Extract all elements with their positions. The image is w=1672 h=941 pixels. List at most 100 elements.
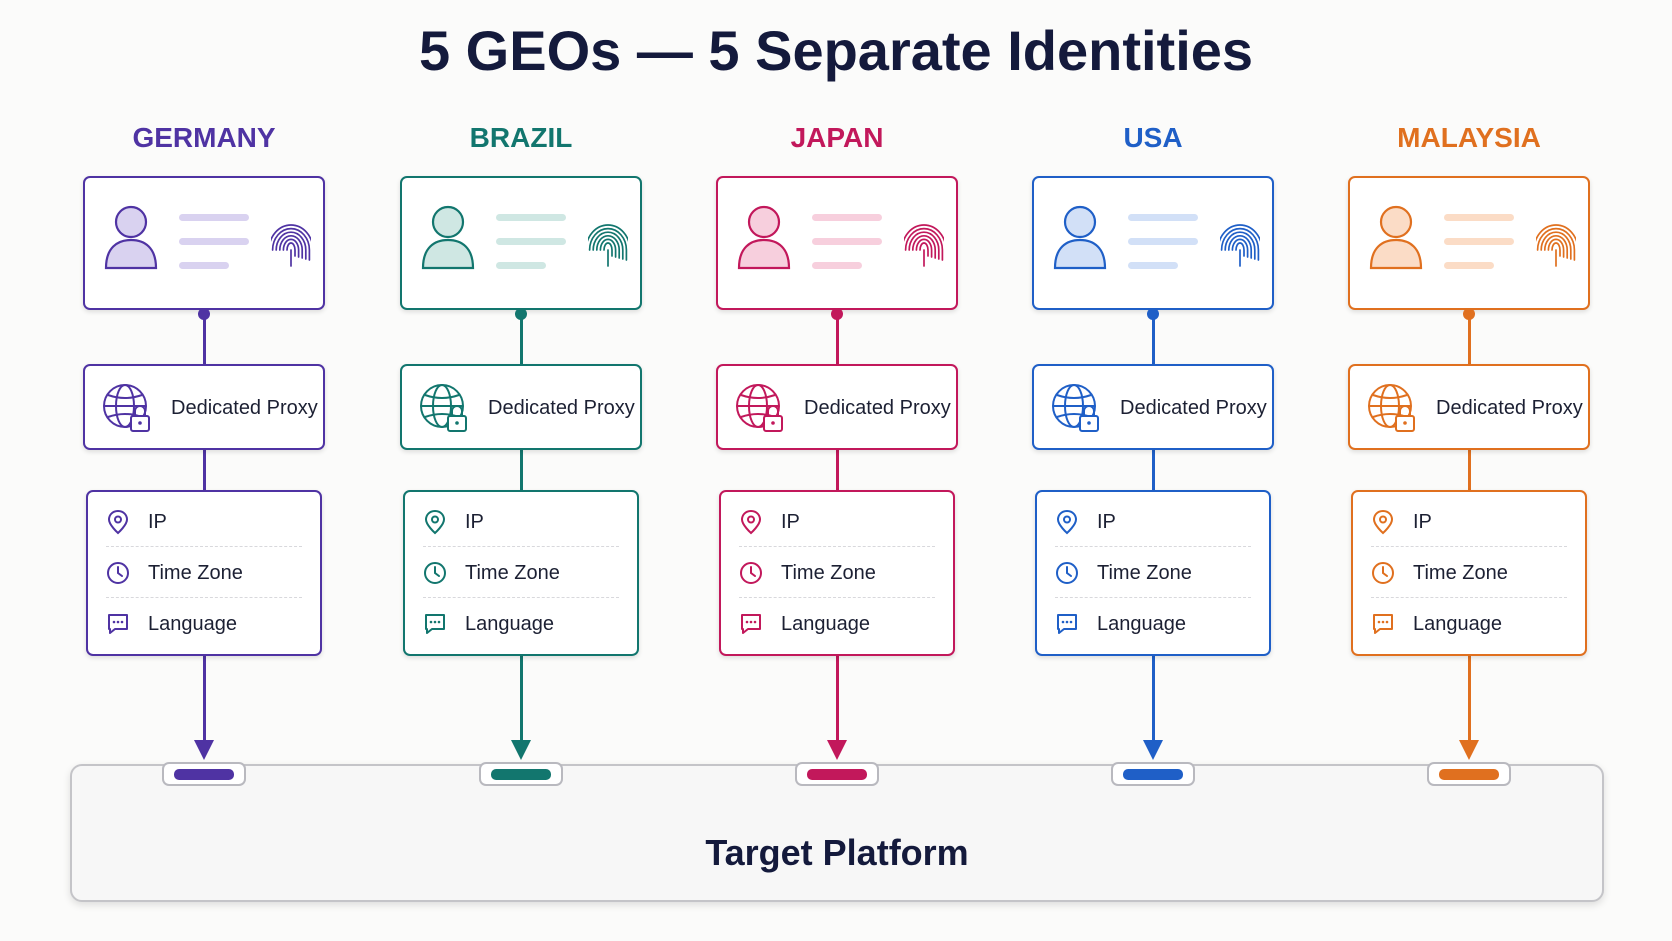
attribute-icon (739, 611, 763, 642)
attribute-label: Language (1413, 613, 1502, 635)
placeholder-line (812, 238, 882, 245)
proxy-label: Dedicated Proxy (1120, 397, 1267, 419)
attribute-row: Time Zone (423, 547, 619, 598)
attribute-icon (1371, 560, 1395, 591)
location-pin-icon (107, 509, 129, 535)
geo-label: MALAYSIA (1397, 122, 1541, 153)
identity-card (1032, 176, 1274, 310)
connector-line (1152, 312, 1155, 364)
proxy-label: Dedicated Proxy (488, 397, 635, 419)
avatar (103, 200, 159, 277)
placeholder-line (496, 214, 566, 221)
user-avatar-icon (421, 205, 475, 270)
attribute-label: Language (1097, 613, 1186, 635)
fingerprint-icon (1217, 224, 1263, 267)
platform-port (479, 762, 563, 786)
attribute-label: IP (781, 511, 800, 533)
attribute-icon (423, 611, 447, 642)
connector-line (836, 654, 839, 744)
placeholder-text-lines (812, 214, 882, 286)
attribute-row: Time Zone (106, 547, 302, 598)
identity-card (83, 176, 325, 310)
attribute-icon (423, 560, 447, 591)
connector-line (1152, 654, 1155, 744)
dedicated-proxy-box: Dedicated Proxy (83, 364, 325, 450)
attribute-icon (739, 509, 763, 540)
attribute-row: Time Zone (1055, 547, 1251, 598)
attribute-label: IP (1097, 511, 1116, 533)
fingerprint (268, 222, 314, 277)
arrow-head (1459, 740, 1479, 760)
attribute-label: Language (781, 613, 870, 635)
fingerprint (1533, 222, 1579, 277)
attribute-label: IP (1413, 511, 1432, 533)
port-indicator (1439, 769, 1499, 780)
placeholder-line (496, 262, 546, 269)
placeholder-line (496, 238, 566, 245)
connector-line (836, 448, 839, 490)
attribute-row: Language (106, 598, 302, 648)
connector-line (1468, 448, 1471, 490)
platform-port (1111, 762, 1195, 786)
avatar (1368, 200, 1424, 277)
clock-icon (1056, 562, 1078, 584)
proxy-label: Dedicated Proxy (171, 397, 318, 419)
attribute-label: Time Zone (1097, 562, 1192, 584)
geo-label: BRAZIL (469, 122, 573, 153)
attribute-label: Time Zone (148, 562, 243, 584)
placeholder-text-lines (1128, 214, 1198, 286)
fingerprint-icon (1533, 224, 1579, 267)
arrow-head (511, 740, 531, 760)
globe (734, 382, 784, 439)
connector-line (1468, 312, 1471, 364)
attribute-icon (1055, 560, 1079, 591)
clock-icon (424, 562, 446, 584)
avatar (736, 200, 792, 277)
placeholder-line (179, 214, 249, 221)
identity-card (1348, 176, 1590, 310)
user-avatar-icon (1369, 205, 1423, 270)
attribute-label: IP (465, 511, 484, 533)
attribute-icon (106, 560, 130, 591)
platform-port (795, 762, 879, 786)
port-indicator (174, 769, 234, 780)
attribute-row: Time Zone (739, 547, 935, 598)
attribute-row: Language (739, 598, 935, 648)
attribute-label: Language (148, 613, 237, 635)
avatar (420, 200, 476, 277)
connector-line (520, 654, 523, 744)
chat-bubble-icon (425, 614, 445, 634)
location-pin-icon (424, 509, 446, 535)
placeholder-line (179, 238, 249, 245)
location-pin-icon (1372, 509, 1394, 535)
chat-bubble-icon (741, 614, 761, 634)
location-pin-icon (740, 509, 762, 535)
attribute-label: IP (148, 511, 167, 533)
user-avatar-icon (1053, 205, 1107, 270)
globe (101, 382, 151, 439)
placeholder-text-lines (496, 214, 566, 286)
identity-card (716, 176, 958, 310)
chat-bubble-icon (1057, 614, 1077, 634)
attribute-icon (1055, 611, 1079, 642)
globe (418, 382, 468, 439)
user-avatar-icon (104, 205, 158, 270)
clock-icon (107, 562, 129, 584)
attribute-icon (1055, 509, 1079, 540)
globe (1366, 382, 1416, 439)
attribute-label: Language (465, 613, 554, 635)
user-avatar-icon (737, 205, 791, 270)
chat-bubble-icon (1373, 614, 1393, 634)
dedicated-proxy-box: Dedicated Proxy (1032, 364, 1274, 450)
attribute-row: Time Zone (1371, 547, 1567, 598)
placeholder-line (1128, 214, 1198, 221)
platform-port (162, 762, 246, 786)
